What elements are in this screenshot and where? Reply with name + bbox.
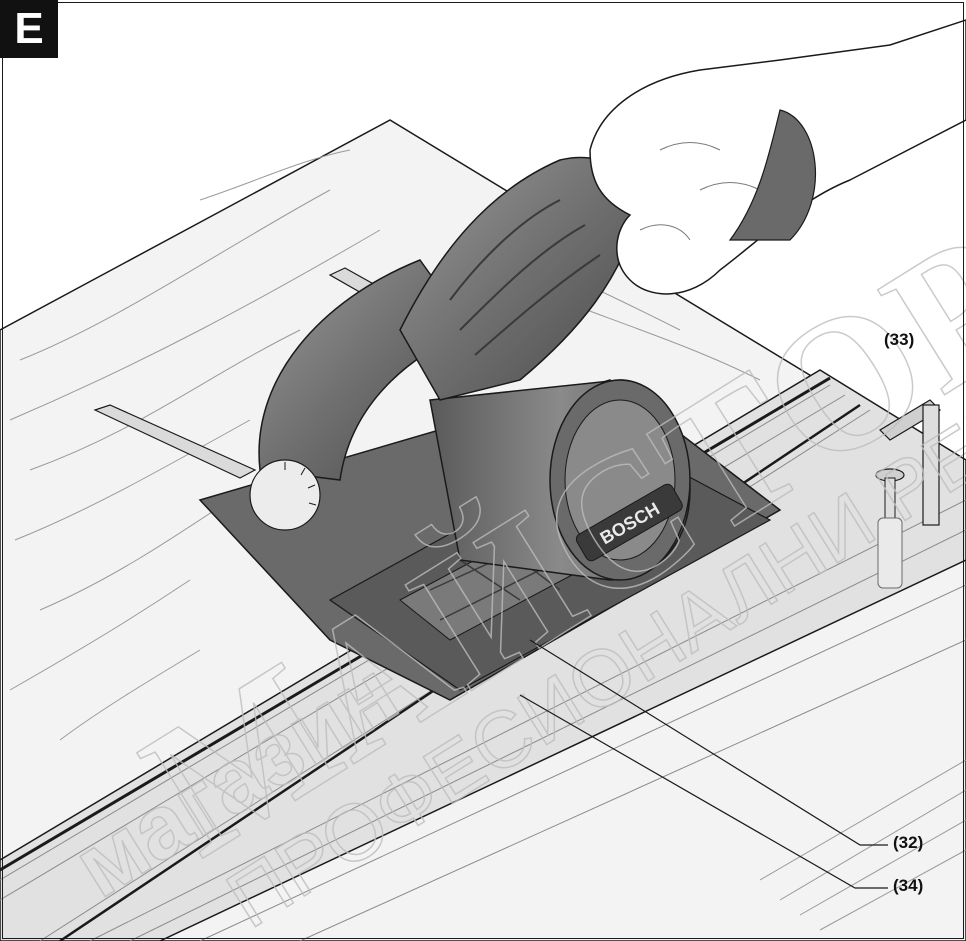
leader-line-32 — [529, 639, 888, 846]
screw-clamp — [875, 399, 941, 589]
operator-hand — [589, 19, 966, 295]
leader-lines — [519, 639, 888, 889]
figure-letter-badge: E — [0, 0, 58, 58]
leader-line-34 — [519, 694, 888, 889]
callout-32: (32) — [893, 833, 924, 852]
motor-housing: BOSCH — [429, 379, 691, 581]
callout-33: (33) — [884, 330, 915, 349]
callout-34: (34) — [893, 876, 924, 895]
